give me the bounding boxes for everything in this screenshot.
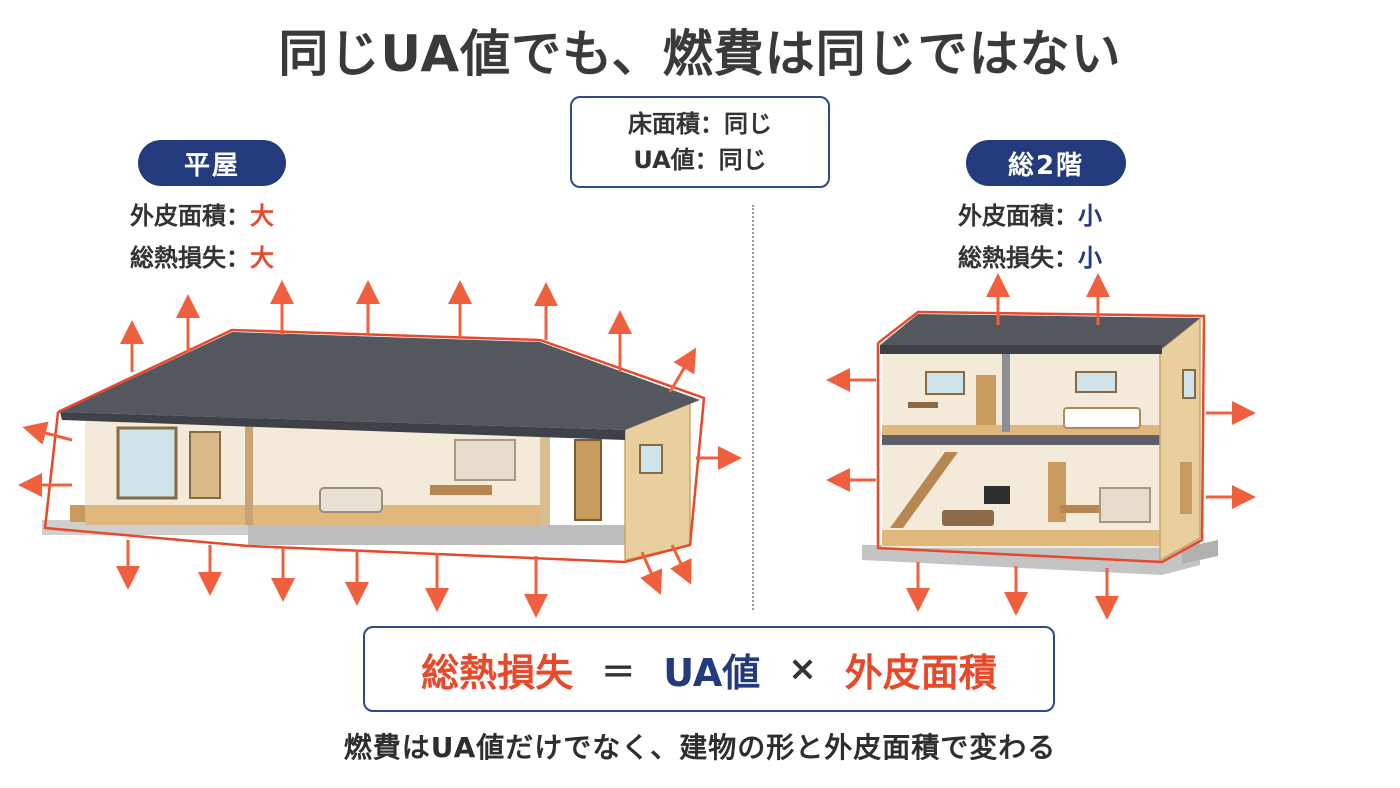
floor-slab xyxy=(882,435,1160,445)
heat-loss-arrows-single-story xyxy=(18,280,742,618)
staircase xyxy=(890,452,958,528)
desk xyxy=(908,402,938,408)
right-stats: 外皮面積：小 総熱損失：小 xyxy=(958,195,1102,279)
foundation-2 xyxy=(862,530,1200,575)
single-story-house-illustration xyxy=(42,328,706,564)
dining-table xyxy=(430,485,492,495)
right-envelope-label: 外皮面積： xyxy=(958,202,1078,230)
envelope-outline xyxy=(43,328,706,564)
roof-edge-2 xyxy=(880,345,1162,354)
bed xyxy=(1063,407,1141,429)
heat-arrow xyxy=(669,544,692,585)
tv xyxy=(984,486,1010,504)
right-loss-value: 小 xyxy=(1078,244,1102,272)
sofa-2 xyxy=(942,510,994,526)
left-stats: 外皮面積：大 総熱損失：大 xyxy=(130,195,274,279)
left-envelope-label: 外皮面積： xyxy=(130,202,250,230)
kitchen xyxy=(454,439,516,481)
left-loss-row: 総熱損失：大 xyxy=(130,237,274,279)
entry-door xyxy=(574,439,602,521)
center-divider xyxy=(752,205,754,610)
side-door-2 xyxy=(1180,462,1192,514)
envelope-outline-2 xyxy=(876,310,1206,564)
heat-arrow xyxy=(640,551,663,595)
roof-edge xyxy=(60,412,625,440)
right-loss-label: 総熱損失： xyxy=(958,244,1078,272)
partition-1 xyxy=(245,420,253,525)
heat-loss-arrows-two-story xyxy=(826,273,1256,620)
left-loss-value: 大 xyxy=(250,244,274,272)
roof-2 xyxy=(880,314,1200,350)
interior-floor xyxy=(85,500,540,525)
page-title: 同じUA値でも、燃費は同じではない xyxy=(278,25,1122,83)
dining-table-2 xyxy=(1060,505,1100,513)
upper-door xyxy=(976,375,996,425)
right-loss-row: 総熱損失：小 xyxy=(958,237,1102,279)
badge-two-story: 総2階 xyxy=(966,140,1126,186)
window-left xyxy=(116,426,178,500)
heat-arrow xyxy=(668,347,697,393)
heat-arrow xyxy=(22,421,73,445)
formula-equals: ＝ xyxy=(601,652,636,693)
upper-window-left xyxy=(925,371,965,395)
condition-floor-area: 床面積：同じ xyxy=(628,110,772,138)
badge-single-story: 平屋 xyxy=(138,140,286,186)
left-envelope-value: 大 xyxy=(250,202,274,230)
upper-partition xyxy=(1002,352,1010,432)
right-envelope-value: 小 xyxy=(1078,202,1102,230)
shoji-door xyxy=(189,431,221,499)
upper-window-right xyxy=(1075,371,1117,393)
left-loss-label: 総熱損失： xyxy=(130,244,250,272)
footer-caption: 燃費はUA値だけでなく、建物の形と外皮面積で変わる xyxy=(343,731,1057,764)
foundation xyxy=(248,525,690,545)
sofa xyxy=(319,487,383,513)
right-envelope-row: 外皮面積：小 xyxy=(958,195,1102,237)
left-envelope-row: 外皮面積：大 xyxy=(130,195,274,237)
side-window-2 xyxy=(1182,369,1196,399)
condition-ua-value: UA値：同じ xyxy=(633,146,767,174)
formula-box: 総熱損失 ＝ UA値 × 外皮面積 xyxy=(363,626,1055,712)
formula-ua-value: UA値 xyxy=(663,650,761,695)
partition-2 xyxy=(540,420,550,525)
ground-floor xyxy=(882,530,1160,546)
roof xyxy=(60,332,700,430)
conditions-box: 床面積：同じ UA値：同じ xyxy=(570,96,830,188)
kitchen-2 xyxy=(1099,487,1151,523)
formula-envelope-area: 外皮面積 xyxy=(844,650,997,695)
side-wall-2 xyxy=(1159,316,1201,562)
formula-times: × xyxy=(788,649,817,689)
formula-total-heat-loss: 総熱損失 xyxy=(421,650,574,695)
two-story-house-illustration xyxy=(862,310,1218,575)
side-window xyxy=(639,444,663,474)
